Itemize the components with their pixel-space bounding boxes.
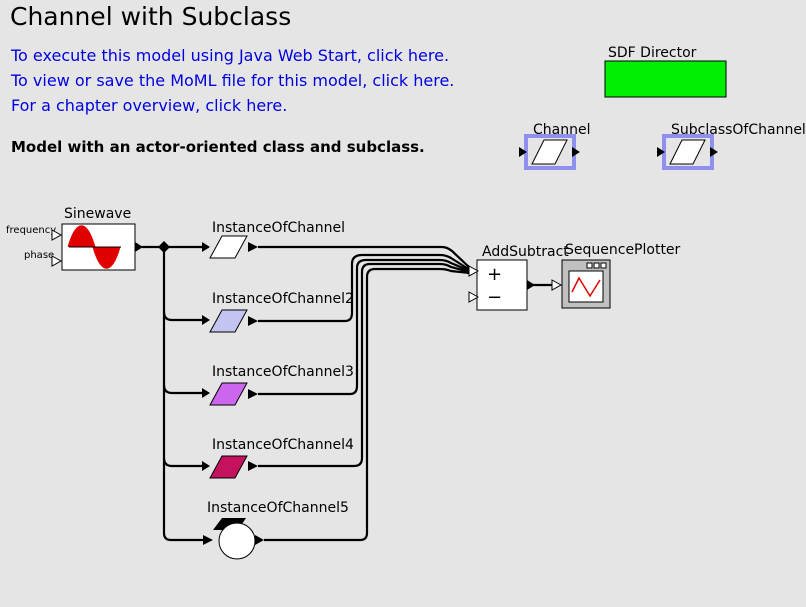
class-subclass-of-channel[interactable]: SubclassOfChannel <box>657 122 806 170</box>
channel-instance-icon <box>209 309 248 333</box>
sine-fill-lower <box>94 247 119 268</box>
output-port-icon <box>248 242 258 252</box>
chapter-overview-link[interactable]: For a chapter overview, click here. <box>11 96 288 115</box>
instance-label: InstanceOfChannel4 <box>212 437 354 453</box>
frequency-port-icon[interactable] <box>51 229 63 241</box>
relation-diamond-icon <box>158 241 170 253</box>
instance-of-channel-3[interactable]: InstanceOfChannel3 <box>202 364 354 406</box>
output-port-icon <box>135 242 143 252</box>
output-port-icon <box>710 147 718 157</box>
input-port-icon <box>202 461 210 471</box>
instance-of-channel-4[interactable]: InstanceOfChannel4 <box>202 437 354 479</box>
subclass-parallelogram-icon <box>669 139 706 165</box>
instance-of-channel[interactable]: InstanceOfChannel <box>202 220 345 259</box>
connections <box>142 245 552 542</box>
phase-port-icon[interactable] <box>51 255 63 267</box>
output-port-icon <box>248 389 258 399</box>
minus-port-icon <box>468 291 480 303</box>
sdf-director[interactable]: SDF Director <box>604 45 727 98</box>
model-description: Model with an actor-oriented class and s… <box>11 138 425 156</box>
link-list: To execute this model using Java Web Sta… <box>11 43 454 118</box>
moml-file-link[interactable]: To view or save the MoML file for this m… <box>11 71 455 90</box>
window-button-icon <box>586 262 593 269</box>
output-port-icon <box>527 280 535 290</box>
instance-label: InstanceOfChannel3 <box>212 364 354 380</box>
class-channel[interactable]: Channel <box>519 122 590 170</box>
window-button-icon <box>600 262 607 269</box>
sinewave-actor[interactable]: Sinewave frequency phase <box>6 206 143 271</box>
channel-circle-icon <box>218 522 256 560</box>
channel-instance-icon <box>209 455 248 479</box>
input-port-icon <box>202 388 210 398</box>
input-port-icon <box>657 147 665 157</box>
sequence-plotter-actor[interactable]: SequencePlotter <box>551 242 681 309</box>
frequency-port-label: frequency <box>6 225 56 236</box>
plus-port-icon <box>468 265 480 277</box>
instance-label: InstanceOfChannel <box>212 220 345 236</box>
add-subtract-actor[interactable]: AddSubtract + − <box>468 244 569 311</box>
sine-fill-upper <box>69 226 94 247</box>
channel-instance-icon <box>209 382 248 406</box>
output-port-icon <box>248 316 258 326</box>
input-port-icon <box>203 535 213 545</box>
input-port-icon <box>551 279 563 291</box>
plus-sign: + <box>487 264 502 285</box>
window-button-icon <box>593 262 600 269</box>
sdf-director-label: SDF Director <box>608 45 697 61</box>
instance-label: InstanceOfChannel2 <box>212 291 354 307</box>
input-port-icon <box>519 147 527 157</box>
phase-port-label: phase <box>24 250 54 261</box>
web-start-link[interactable]: To execute this model using Java Web Sta… <box>11 46 450 65</box>
instance-of-channel-5[interactable]: InstanceOfChannel5 <box>203 500 349 560</box>
output-port-icon <box>255 535 264 545</box>
minus-sign: − <box>487 287 502 308</box>
page-title: Channel with Subclass <box>10 2 292 31</box>
instance-of-channel-2[interactable]: InstanceOfChannel2 <box>202 291 354 333</box>
output-port-icon <box>248 461 258 471</box>
sdf-director-box <box>604 60 727 98</box>
channel-parallelogram-icon <box>531 139 568 165</box>
add-subtract-label: AddSubtract <box>482 244 569 260</box>
output-port-icon <box>572 147 580 157</box>
plot-line-icon <box>571 276 601 298</box>
input-port-icon <box>202 315 210 325</box>
add-subtract-box <box>476 259 528 311</box>
input-port-icon <box>202 242 210 252</box>
instance-label: InstanceOfChannel5 <box>207 500 349 516</box>
sinewave-label: Sinewave <box>64 206 131 222</box>
channel-instance-icon <box>209 235 248 259</box>
sequence-plotter-label: SequencePlotter <box>565 242 681 258</box>
